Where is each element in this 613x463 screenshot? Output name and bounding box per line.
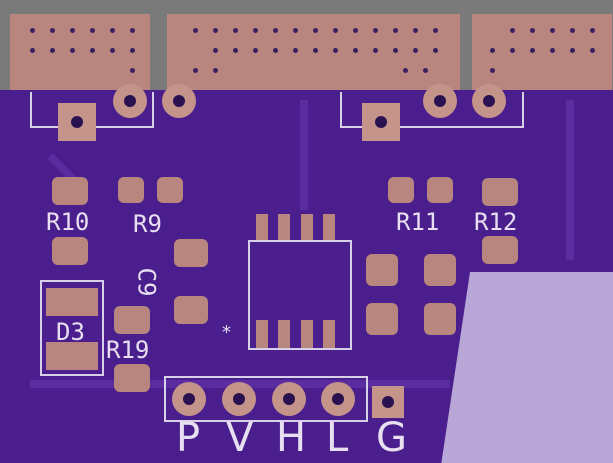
r11-pad-right — [427, 177, 453, 203]
header-outline — [164, 376, 368, 422]
r12-pad-bottom — [482, 236, 518, 264]
pin-label-p: P — [176, 415, 201, 461]
trace — [300, 100, 308, 210]
ic-outline — [248, 240, 352, 350]
r19-pad-bottom — [114, 364, 150, 392]
copper-pour — [440, 272, 613, 463]
tht-round-pad — [423, 84, 457, 118]
tht-round-pad — [472, 84, 506, 118]
tht-round-pad — [162, 84, 196, 118]
trace — [566, 100, 574, 260]
c9-pad-top — [174, 239, 208, 267]
d3-label: D3 — [56, 318, 85, 346]
tht-square-pad — [58, 103, 96, 141]
header-pin-l — [321, 382, 355, 416]
header-pin-p — [172, 382, 206, 416]
r10-label: R10 — [46, 208, 90, 236]
d3-pad-bottom — [46, 342, 98, 370]
r10-pad-top — [52, 177, 88, 205]
r12-pad-top — [482, 178, 518, 206]
ic-pin — [323, 320, 335, 348]
r19-pad-top — [114, 306, 150, 334]
r12-label: R12 — [474, 208, 518, 236]
ic-pin — [323, 214, 335, 240]
smd-pad — [366, 303, 398, 335]
header-pin-labels: P V H L G — [176, 415, 416, 463]
header-pin-v — [222, 382, 256, 416]
r11-pad-left — [388, 177, 414, 203]
ic-pin — [301, 214, 313, 240]
smd-pad — [424, 254, 456, 286]
d3-outline — [40, 280, 104, 376]
smd-pad — [424, 303, 456, 335]
c9-label: C9 — [132, 267, 161, 297]
ic-pin — [301, 320, 313, 348]
c9-pad-bottom — [174, 296, 208, 324]
pin-label-h: H — [276, 415, 307, 461]
header-pin-g — [372, 386, 404, 418]
tht-square-pad — [362, 103, 400, 141]
tht-round-pad — [113, 84, 147, 118]
ic-pin — [278, 214, 290, 240]
pin1-marker: * — [222, 322, 231, 343]
smd-pad — [366, 254, 398, 286]
pin-label-g: G — [376, 415, 407, 461]
r9-pad-right — [157, 177, 183, 203]
ic-pin — [278, 320, 290, 348]
connector-pad-right — [472, 14, 612, 90]
ic-pin — [256, 320, 268, 348]
silk-outline-right — [340, 92, 524, 128]
r9-pad-left — [118, 177, 144, 203]
r11-label: R11 — [396, 208, 440, 236]
r10-pad-bottom — [52, 237, 88, 265]
pin-label-l: L — [326, 415, 349, 461]
r9-label: R9 — [133, 210, 162, 238]
ic-pin — [256, 214, 268, 240]
pin-label-v: V — [226, 415, 254, 461]
d3-pad-top — [46, 288, 98, 316]
header-pin-h — [272, 382, 306, 416]
r19-label: R19 — [106, 336, 150, 364]
